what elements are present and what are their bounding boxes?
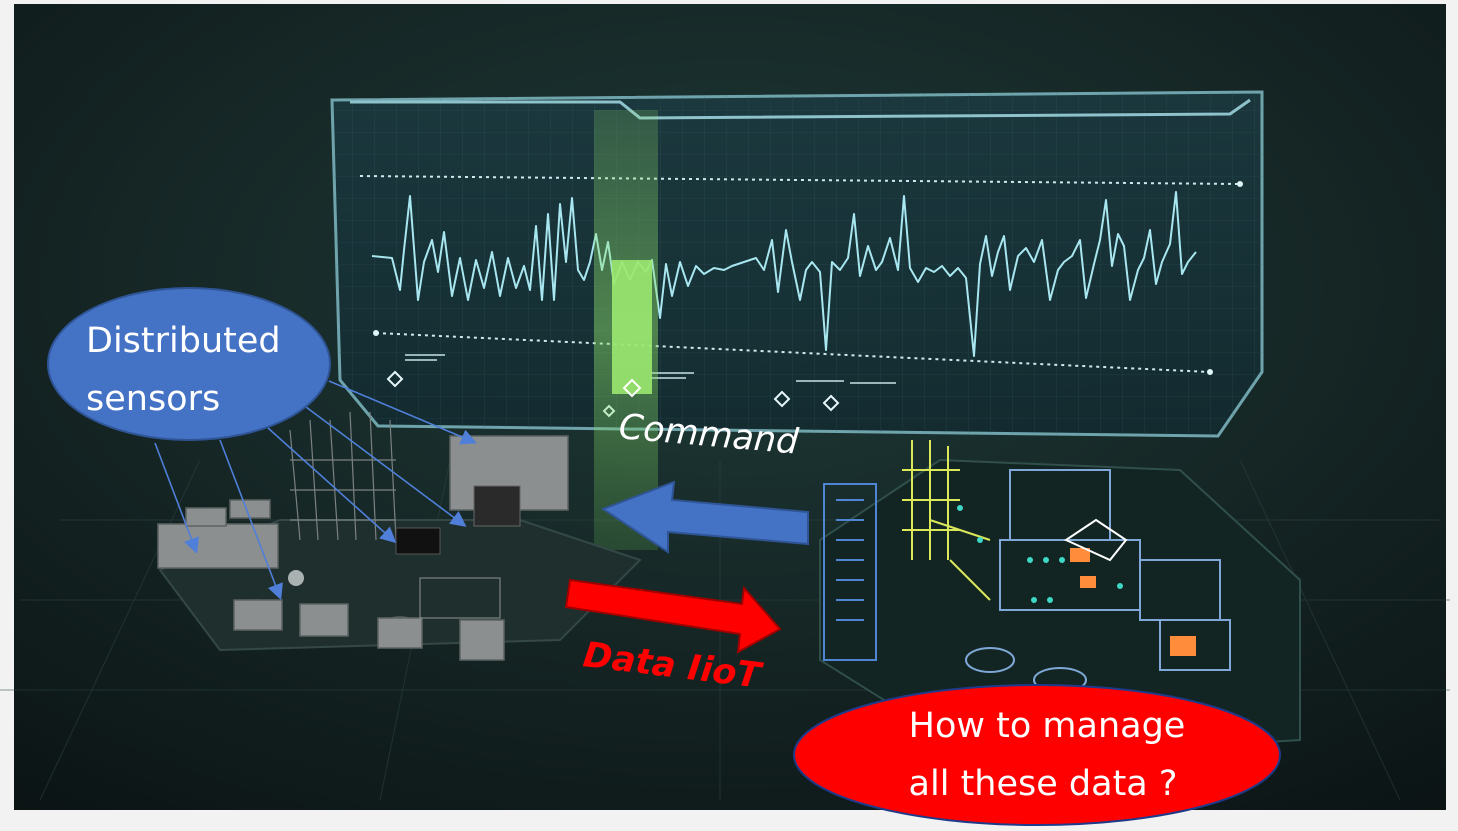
question-bubble: How to manage all these data ? bbox=[793, 684, 1281, 826]
sensors-bubble: Distributed sensors bbox=[47, 287, 331, 441]
holographic-monitor bbox=[330, 90, 1264, 438]
command-arrow bbox=[600, 480, 809, 554]
screen-microtext bbox=[405, 354, 896, 384]
data-arrow bbox=[564, 578, 782, 654]
power-plant-right-digital-twin bbox=[819, 440, 1301, 762]
power-plant-left bbox=[157, 411, 642, 661]
highlight-beam bbox=[594, 110, 658, 550]
sensors-bubble-shape bbox=[47, 287, 331, 441]
sensors-label-line1: Distributed bbox=[86, 321, 281, 361]
sensors-label-line2: sensors bbox=[86, 379, 220, 419]
sensor-callout-arrows bbox=[154, 380, 477, 600]
question-bubble-shape bbox=[793, 684, 1281, 826]
signal-waveform bbox=[371, 191, 1197, 357]
question-label-line2: all these data ? bbox=[909, 764, 1178, 804]
question-label-line1: How to manage bbox=[909, 706, 1186, 746]
